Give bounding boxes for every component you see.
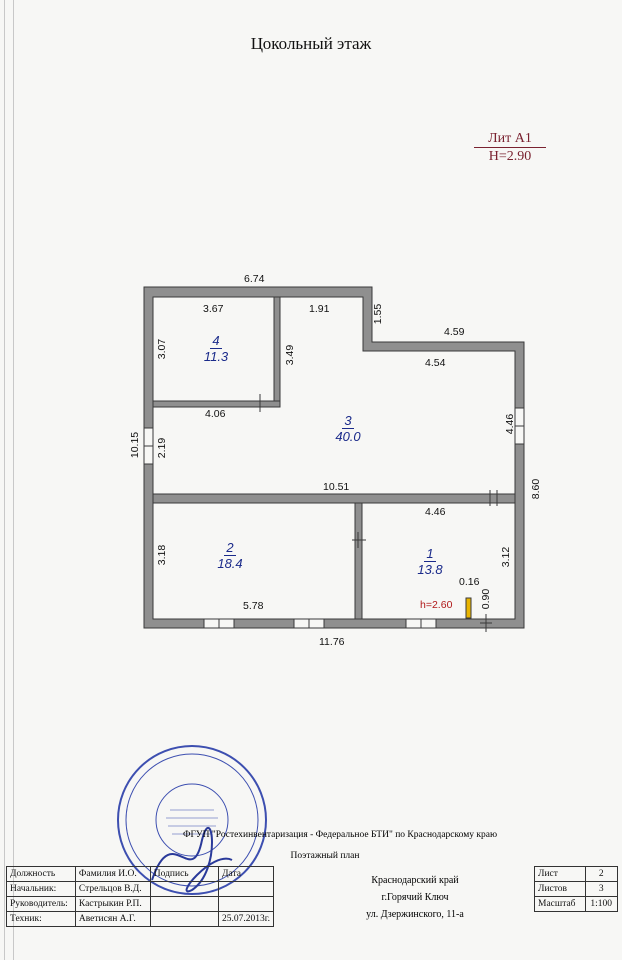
room-1-label: 1 13.8 (410, 546, 450, 577)
page-title: Цокольный этаж (250, 34, 372, 53)
dim-r3-right-height: 4.46 (504, 413, 517, 435)
table-cell: Масштаб (534, 896, 586, 912)
room-number: 3 (342, 413, 354, 429)
organization-stamp (117, 745, 267, 895)
sheet-edge (4, 0, 5, 960)
table-cell: Лист (534, 866, 586, 882)
table-cell: Кастрыкин Р.П. (74, 896, 151, 912)
room-number: 4 (210, 333, 222, 349)
table-cell (218, 881, 274, 897)
room-number: 2 (224, 540, 236, 556)
wall-r4-right (273, 296, 281, 408)
dim-left-total: 10.15 (129, 431, 142, 459)
lit-label: Лит А1 Н=2.90 (470, 130, 550, 165)
dim-r3-full-width: 10.51 (323, 481, 350, 493)
niche (465, 597, 472, 619)
table-cell: Листов (534, 881, 586, 897)
table-cell: Стрельцов В.Д. (74, 881, 151, 897)
table-cell: 1:100 (584, 896, 618, 912)
wall-r4-bottom (152, 400, 281, 408)
dim-r1-height: 3.12 (500, 546, 513, 568)
lit-height: Н=2.90 (474, 147, 546, 165)
room-area: 18.4 (217, 556, 243, 571)
table-cell: Техник: (6, 911, 76, 927)
table-cell (218, 896, 274, 912)
table-row: Листов 3 (534, 881, 618, 897)
dim-r2-height: 3.18 (156, 544, 169, 566)
table-row: Техник: Аветисян А.Г. 25.07.2013г. (6, 911, 274, 927)
address-line: Краснодарский край (371, 875, 459, 886)
dim-bottom-total: 11.76 (319, 636, 345, 648)
table-cell: 25.07.2013г. (218, 911, 274, 927)
sheet-info-table: Лист 2 Листов 3 Масштаб 1:100 (534, 866, 618, 912)
room-number: 1 (424, 546, 436, 562)
dim-r3-right-width: 4.54 (425, 357, 446, 369)
table-cell: Должность (6, 866, 76, 882)
table-cell: Начальник: (6, 881, 76, 897)
room-area: 40.0 (335, 429, 361, 444)
table-row: Начальник: Стрельцов В.Д. (6, 881, 274, 897)
table-cell: Подпись (149, 866, 220, 882)
room-2-label: 2 18.4 (210, 540, 250, 571)
address-line: ул. Дзержинского, 11-а (366, 909, 464, 920)
dim-r4-height: 3.07 (156, 338, 169, 360)
address-block: Краснодарский край г.Горячий Ключ ул. Дз… (300, 872, 530, 923)
plan-name: Поэтажный план (290, 851, 360, 861)
table-cell (149, 881, 220, 897)
address-line: г.Горячий Ключ (381, 892, 449, 903)
lit-name: Лит А1 (488, 131, 532, 146)
table-cell (149, 911, 220, 927)
room-area: 11.3 (203, 349, 229, 364)
table-cell: Аветисян А.Г. (74, 911, 151, 927)
room-4-label: 4 11.3 (196, 333, 236, 364)
organization-name: ФГУП "Ростехинвентаризация - Федеральное… (182, 830, 498, 840)
dim-step-width: 4.59 (444, 326, 465, 338)
wall-r2-r1 (354, 502, 363, 620)
dim-niche-w: 0.16 (459, 576, 480, 588)
dim-r4-width: 3.67 (203, 303, 224, 315)
table-cell (149, 896, 220, 912)
dim-r2-width: 5.78 (243, 600, 264, 612)
table-cell: Руководитель: (6, 896, 76, 912)
room-area: 13.8 (417, 562, 443, 577)
inner-area (152, 296, 516, 620)
dim-step-height: 1.55 (372, 303, 385, 325)
table-row: Масштаб 1:100 (534, 896, 618, 912)
room-3-label: 3 40.0 (328, 413, 368, 444)
table-row: Руководитель: Кастрыкин Р.П. (6, 896, 274, 912)
dim-niche-h: 0.90 (480, 588, 493, 610)
dim-top-total: 6.74 (244, 273, 265, 285)
table-cell: Фамилия И.О. (74, 866, 151, 882)
dim-r3-left-height: 3.49 (284, 344, 297, 366)
ceiling-height-label: h=2.60 (420, 599, 453, 611)
dim-r1-width: 4.46 (425, 506, 446, 518)
table-cell: Дата (218, 866, 274, 882)
table-cell: 3 (584, 881, 618, 897)
dim-r3-mid-width: 4.06 (205, 408, 226, 420)
sheet-edge (13, 0, 14, 960)
wall-middle (152, 493, 516, 504)
table-row: Лист 2 (534, 866, 618, 882)
table-cell: 2 (584, 866, 618, 882)
signatures-table: Должность Фамилия И.О. Подпись Дата Нача… (6, 866, 274, 927)
dim-r3-left-side: 2.19 (156, 437, 169, 459)
dim-r3-left-width: 1.91 (309, 303, 330, 315)
dim-right-total: 8.60 (530, 478, 543, 500)
table-row: Должность Фамилия И.О. Подпись Дата (6, 866, 274, 882)
